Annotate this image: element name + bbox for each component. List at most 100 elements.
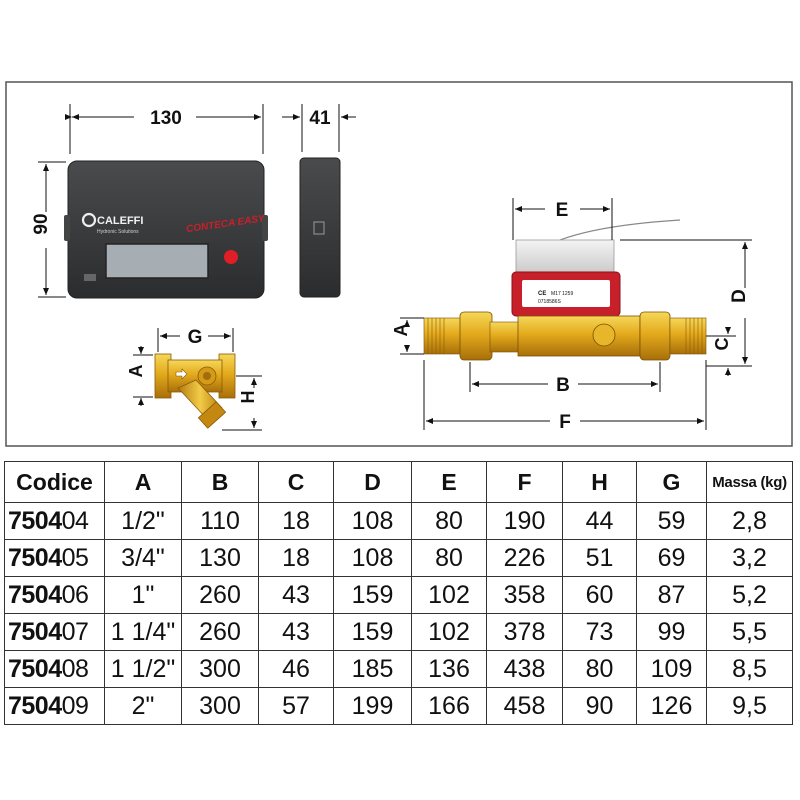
svg-text:B: B [556,375,570,396]
header-f: F [486,461,563,503]
cell-e: 80 [411,502,487,540]
table-row: 750404 1/2" 110 18 108 80 190 44 59 2,8 [4,502,793,540]
spec-table: Codice A B C D E F H G Massa (kg) 750404… [4,461,793,725]
table-row: 750406 1" 260 43 159 102 358 60 87 5,2 [4,576,793,614]
cell-g: 109 [636,650,707,688]
svg-text:A: A [126,365,146,378]
cell-g: 59 [636,502,707,540]
cell-c: 18 [258,502,334,540]
cell-a: 3/4" [104,539,182,577]
dim-h: H [222,375,262,431]
caleffi-logo: CALEFFI Hydronic Solutions [81,212,143,235]
header-codice: Codice [4,461,105,503]
svg-text:E: E [556,200,569,221]
cell-d: 159 [333,576,412,614]
cell-b: 260 [181,613,259,651]
table-row: 750405 3/4" 130 18 108 80 226 51 69 3,2 [4,539,793,577]
cell-e: 136 [411,650,487,688]
cell-mass: 5,5 [706,613,793,651]
drawing-frame [5,81,793,447]
cell-c: 43 [258,576,334,614]
heat-meter-drawing: CE M17 1259 0718586S [423,219,707,361]
svg-text:0718586S: 0718586S [538,299,561,305]
cell-a: 1 1/2" [104,650,182,688]
dim-b: B [469,362,661,396]
cell-b: 300 [181,650,259,688]
svg-text:90: 90 [31,213,52,234]
table-row: 750409 2" 300 57 199 166 458 90 126 9,5 [4,687,793,725]
lcd-display [105,243,209,279]
svg-text:130: 130 [150,108,182,129]
dim-e: E [512,198,613,240]
cell-mass: 8,5 [706,650,793,688]
cell-h: 73 [562,613,637,651]
cell-code: 750407 [4,613,105,651]
cell-a: 1/2" [104,502,182,540]
svg-text:M17 1259: M17 1259 [551,291,573,297]
filter-drawing [154,353,236,429]
dim-90: 90 [31,161,66,298]
cell-c: 43 [258,613,334,651]
svg-text:C: C [712,338,732,351]
cell-h: 51 [562,539,637,577]
header-e: E [411,461,487,503]
led-indicator [224,250,238,264]
svg-text:CALEFFI: CALEFFI [97,215,143,227]
table-row: 750407 1 1/4" 260 43 159 102 378 73 99 5… [4,613,793,651]
header-h: H [562,461,637,503]
header-d: D [333,461,412,503]
cell-f: 358 [486,576,563,614]
monitor-badge [84,274,96,281]
svg-text:F: F [559,412,571,433]
cell-mass: 3,2 [706,539,793,577]
dim-130: 130 [65,104,264,154]
cell-e: 102 [411,613,487,651]
cell-code: 750409 [4,687,105,725]
cell-b: 260 [181,576,259,614]
cell-b: 130 [181,539,259,577]
header-b: B [181,461,259,503]
dim-f: F [423,360,707,433]
cell-d: 185 [333,650,412,688]
cell-code: 750405 [4,539,105,577]
cell-code: 750406 [4,576,105,614]
dim-41: 41 [282,104,356,152]
table-row: 750408 1 1/2" 300 46 185 136 438 80 109 … [4,650,793,688]
cell-d: 108 [333,502,412,540]
cell-code: 750404 [4,502,105,540]
header-g: G [636,461,707,503]
cell-f: 190 [486,502,563,540]
cell-e: 80 [411,539,487,577]
monitor-front-view: CALEFFI Hydronic Solutions CONTECA EASY [64,160,268,299]
cell-a: 1" [104,576,182,614]
header-c: C [258,461,334,503]
dim-g: G [157,327,234,352]
cell-b: 300 [181,687,259,725]
cell-e: 102 [411,576,487,614]
cell-mass: 5,2 [706,576,793,614]
cell-mass: 9,5 [706,687,793,725]
cell-c: 57 [258,687,334,725]
dim-c: C [706,327,736,376]
cell-d: 159 [333,613,412,651]
dim-meter-a: A [391,317,424,355]
cell-d: 108 [333,539,412,577]
header-a: A [104,461,182,503]
svg-text:G: G [188,327,203,348]
monitor-side-view [299,157,341,298]
cell-h: 60 [562,576,637,614]
cell-a: 1 1/4" [104,613,182,651]
cell-e: 166 [411,687,487,725]
cell-code: 750408 [4,650,105,688]
svg-text:Hydronic Solutions: Hydronic Solutions [97,229,139,235]
svg-text:H: H [238,391,258,404]
cell-f: 438 [486,650,563,688]
svg-text:41: 41 [309,108,331,129]
cell-f: 458 [486,687,563,725]
cell-g: 87 [636,576,707,614]
cell-g: 99 [636,613,707,651]
cell-h: 90 [562,687,637,725]
svg-text:A: A [391,324,411,337]
cell-b: 110 [181,502,259,540]
cell-h: 44 [562,502,637,540]
